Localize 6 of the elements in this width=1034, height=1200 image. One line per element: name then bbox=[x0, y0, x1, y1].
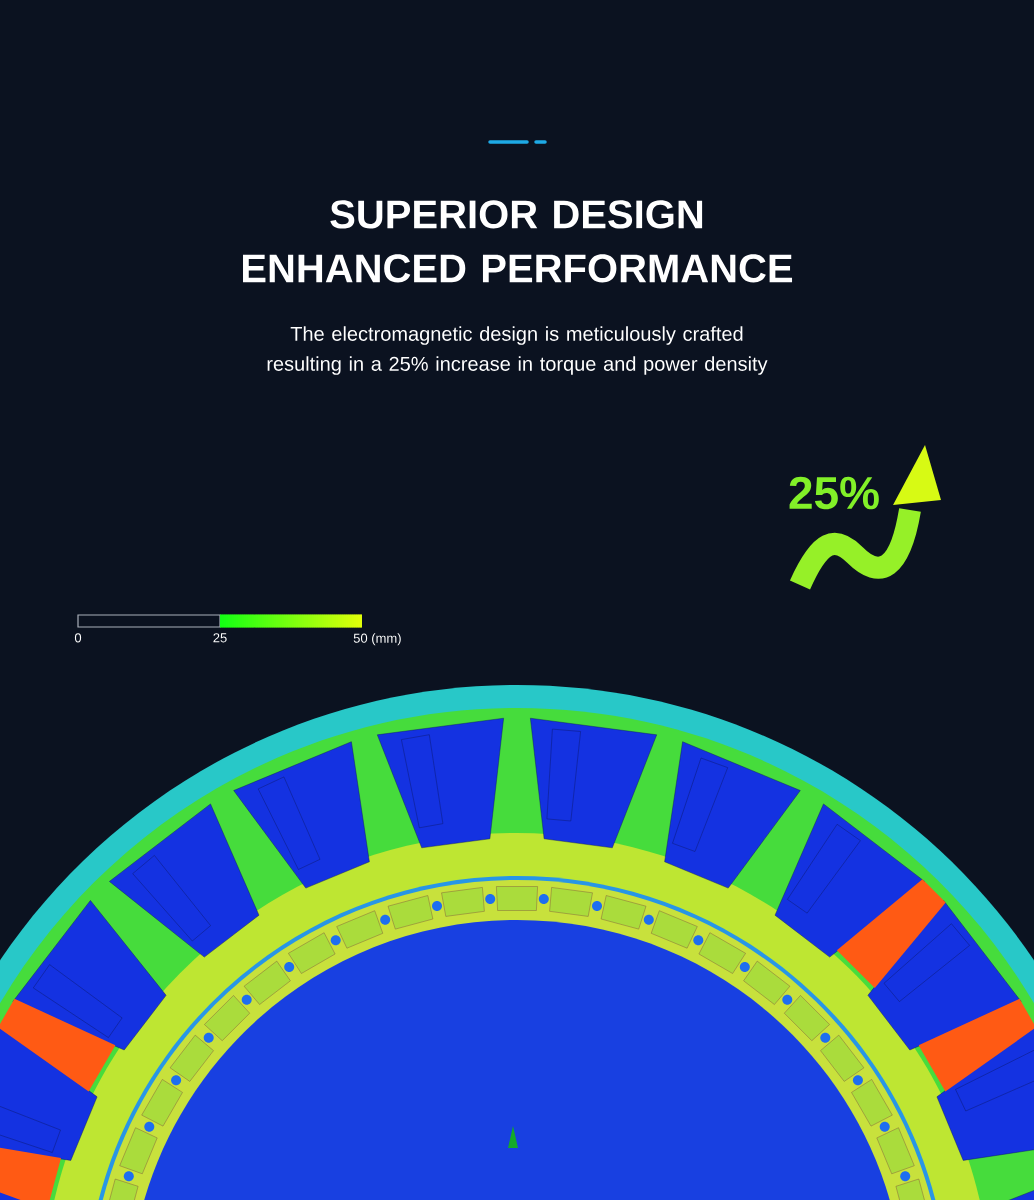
percentage-label: 25% bbox=[789, 476, 879, 510]
title: SUPERIOR DESIGN ENHANCED PERFORMANCE bbox=[243, 200, 793, 283]
scale-label: 50 (mm) bbox=[353, 633, 401, 646]
scale-label: 25 bbox=[213, 633, 227, 643]
scale-label: 0 bbox=[74, 633, 82, 643]
subtitle: The electromagnetic design is meticulously crafted resulting in a 25% increase in torque and power density bbox=[267, 326, 768, 375]
